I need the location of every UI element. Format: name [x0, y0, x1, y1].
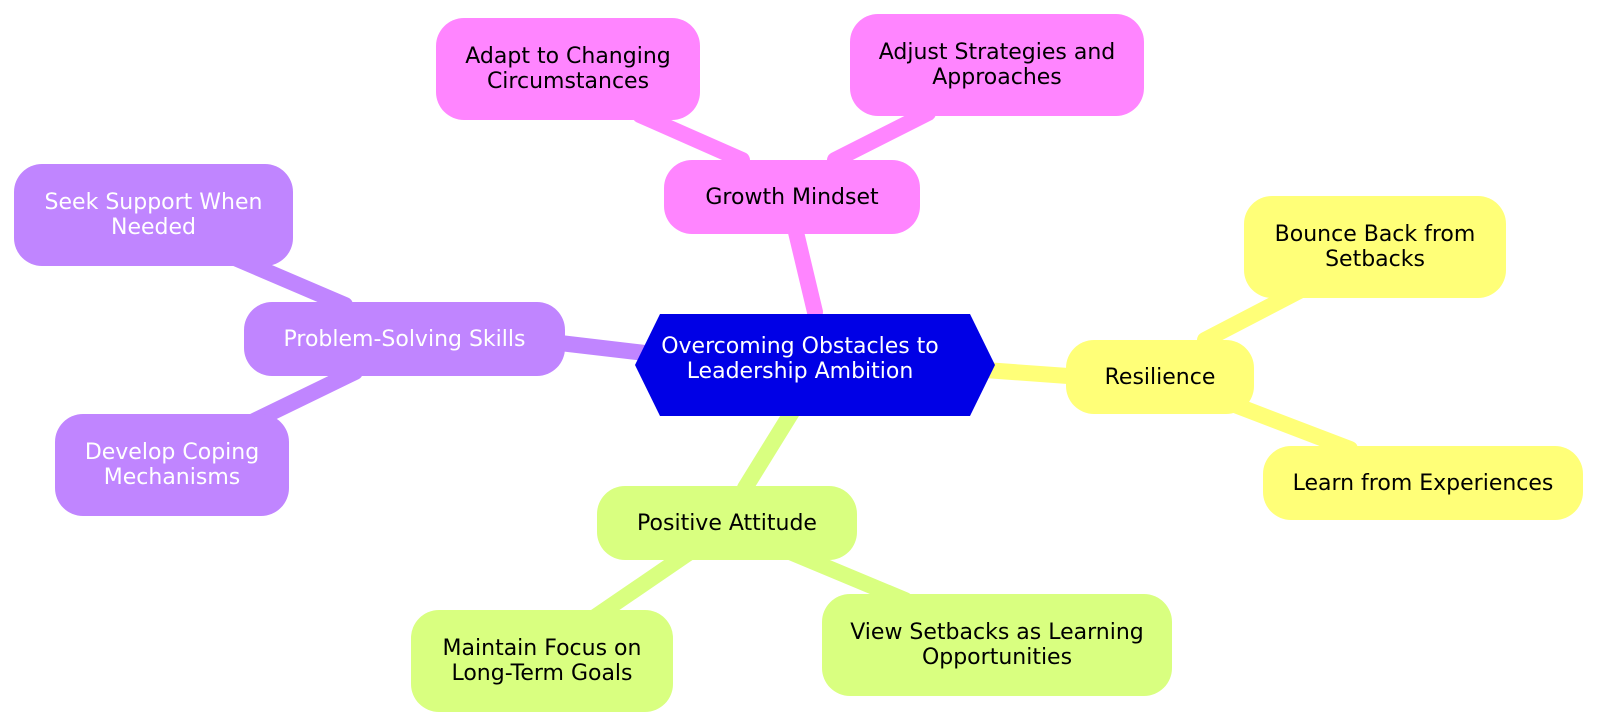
node-adjust-strategies-and-approaches[interactable]: Adjust Strategies and Approaches — [850, 14, 1144, 116]
edge-center-resilience — [977, 362, 1076, 384]
edge-center-growth-mindset — [787, 220, 823, 320]
node-maintain-focus-on-long-term-goals[interactable]: Maintain Focus on Long-Term Goals — [411, 610, 673, 712]
node-learn-from-experiences[interactable]: Learn from Experiences — [1263, 446, 1583, 520]
node-resilience[interactable]: Resilience — [1066, 340, 1254, 414]
edge-growth-adjust — [827, 105, 936, 168]
node-positive-attitude[interactable]: Positive Attitude — [597, 486, 857, 560]
edge-resilience-learn — [1227, 397, 1358, 457]
node-problem-solving-skills[interactable]: Problem-Solving Skills — [244, 302, 565, 376]
center-node-shape — [635, 314, 995, 416]
node-develop-coping-mechanisms[interactable]: Develop Coping Mechanisms — [55, 414, 289, 516]
edge-positive-view — [782, 544, 913, 608]
node-seek-support-when-needed[interactable]: Seek Support When Needed — [14, 164, 293, 266]
edge-positive-maintain — [587, 544, 698, 625]
node-adapt-to-changing-circumstances[interactable]: Adapt to Changing Circumstances — [436, 18, 700, 120]
center-node-label[interactable]: Overcoming Obstacles to Leadership Ambit… — [661, 334, 939, 384]
node-bounce-back-from-setbacks[interactable]: Bounce Back from Setbacks — [1244, 196, 1506, 298]
edge-center-problem-solving — [552, 335, 653, 361]
node-view-setbacks-as-learning-opportunities[interactable]: View Setbacks as Learning Opportunities — [822, 594, 1172, 696]
edge-center-positive-attitude — [737, 404, 800, 496]
edge-growth-adapt — [632, 107, 750, 168]
node-growth-mindset[interactable]: Growth Mindset — [664, 160, 920, 234]
